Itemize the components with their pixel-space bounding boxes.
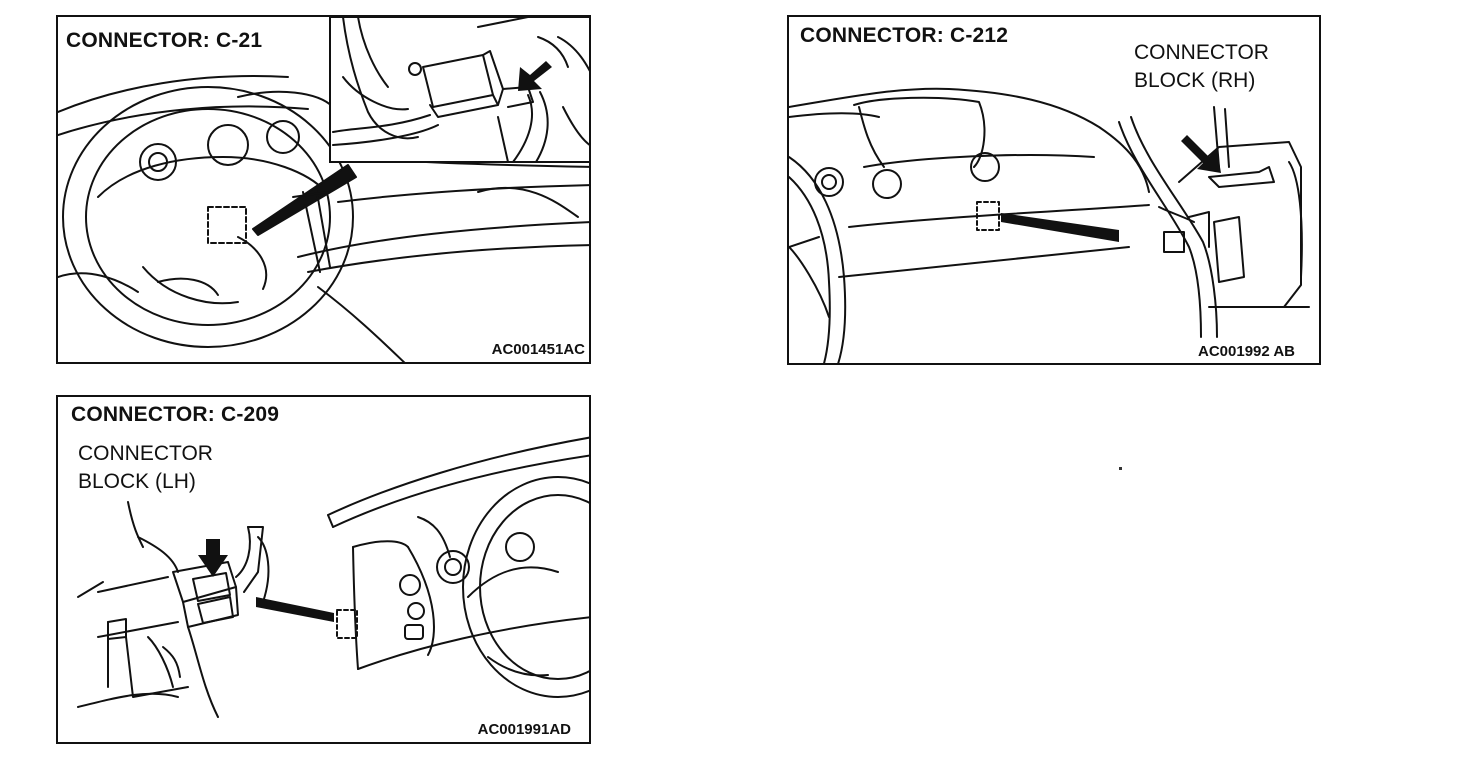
stray-mark xyxy=(1119,467,1122,470)
panel-title: CONNECTOR: C-212 xyxy=(798,24,1011,48)
panel-title: CONNECTOR: C-209 xyxy=(69,403,282,427)
callout-line-2: BLOCK (LH) xyxy=(78,470,196,493)
figure-code: AC001451AC xyxy=(489,341,587,358)
panel-title: CONNECTOR: C-21 xyxy=(64,29,265,53)
figure-code: AC001991AD xyxy=(475,721,573,738)
connector-block-label: CONNECTOR BLOCK (RH) xyxy=(1134,39,1269,95)
connector-block-label: CONNECTOR BLOCK (LH) xyxy=(78,440,213,496)
callout-line-1: CONNECTOR xyxy=(78,442,213,465)
connector-c21-panel: CONNECTOR: C-21 AC001451AC xyxy=(56,15,591,364)
figure-code: AC001992 AB xyxy=(1196,343,1297,360)
callout-line-1: CONNECTOR xyxy=(1134,41,1269,64)
c21-illustration xyxy=(58,17,589,362)
c212-illustration xyxy=(789,87,1310,363)
connector-c212-panel: CONNECTOR: C-212 CONNECTOR BLOCK (RH) AC… xyxy=(787,15,1321,365)
connector-c209-panel: CONNECTOR: C-209 CONNECTOR BLOCK (LH) AC… xyxy=(56,395,591,744)
callout-line-2: BLOCK (RH) xyxy=(1134,69,1256,92)
c209-illustration xyxy=(77,436,589,718)
